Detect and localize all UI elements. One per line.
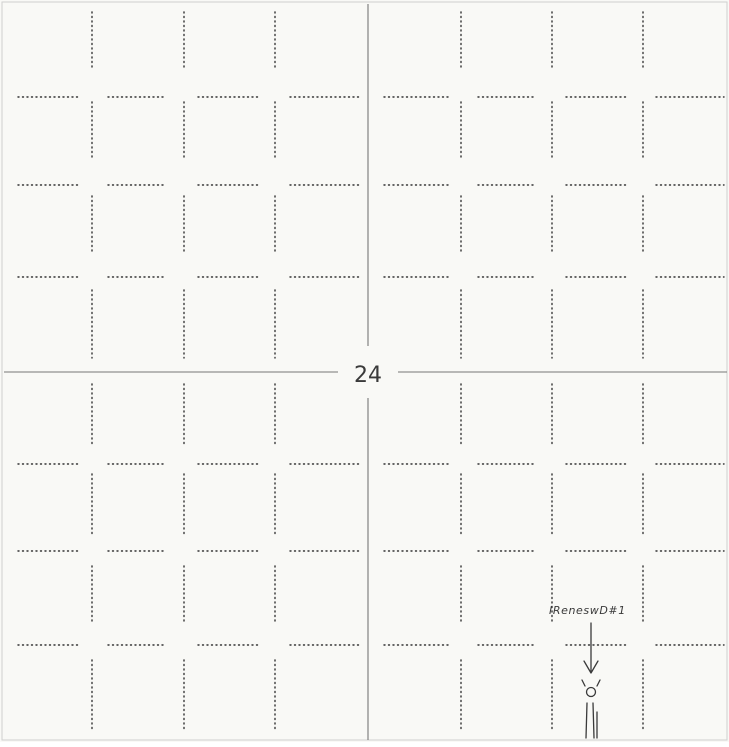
well-name-label: IReneswD#1 bbox=[549, 604, 626, 617]
section-number-label: 24 bbox=[354, 363, 382, 388]
